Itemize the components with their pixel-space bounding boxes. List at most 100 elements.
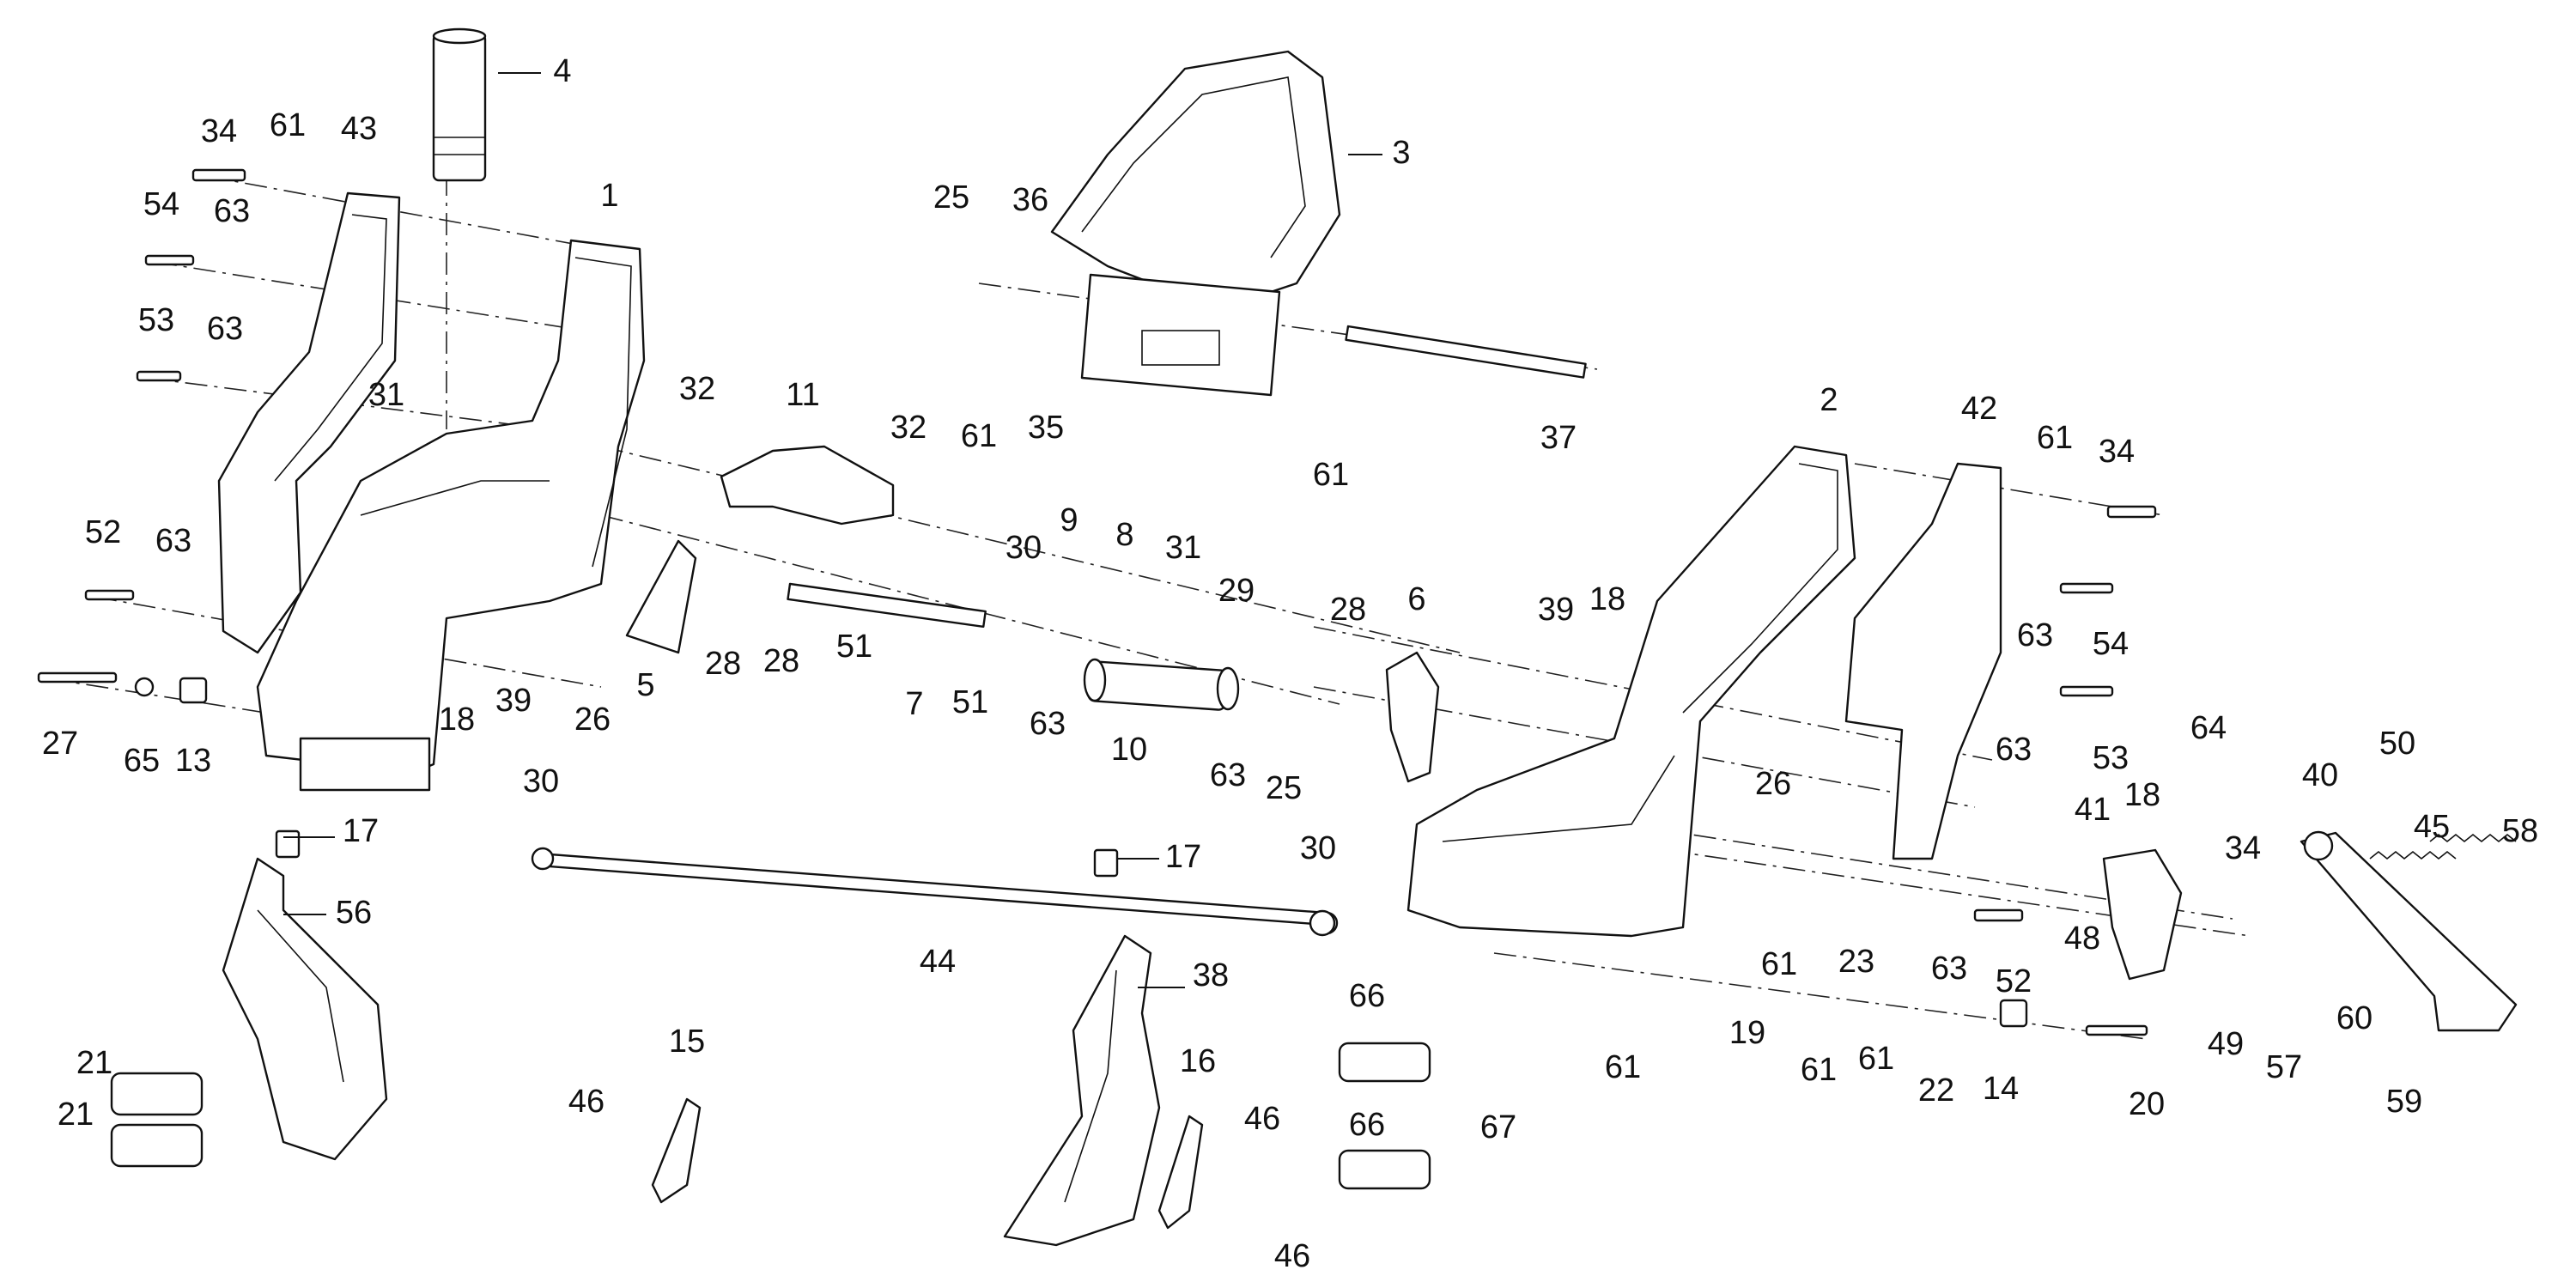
part-3-seat-pan [1050, 50, 1341, 397]
callout-63: 63 [1996, 732, 2032, 768]
part-40-kickstand [2300, 830, 2518, 1032]
part-43-left-cover [217, 191, 401, 654]
callout-61: 61 [1313, 457, 1349, 493]
part-66-pads [1338, 1042, 1431, 1190]
callout-36: 36 [1012, 182, 1048, 218]
callout-58: 58 [2502, 813, 2538, 849]
callout-leaders [283, 72, 1382, 988]
part-1-left-frame [256, 239, 646, 792]
callout-6: 6 [1407, 581, 1425, 617]
callout-51: 51 [836, 629, 872, 665]
callout-50: 50 [2379, 726, 2415, 762]
callout-46: 46 [1274, 1238, 1310, 1274]
callout-42: 42 [1961, 391, 1997, 427]
callout-30: 30 [1005, 530, 1042, 566]
callout-52: 52 [85, 514, 121, 550]
callout-26: 26 [574, 702, 611, 738]
callout-49: 49 [2208, 1026, 2244, 1062]
callout-16: 16 [1180, 1043, 1216, 1079]
callout-17: 17 [1165, 839, 1201, 875]
part-41-stand-bracket [2102, 848, 2183, 981]
callout-61: 61 [961, 418, 997, 454]
callout-14: 14 [1983, 1071, 2019, 1107]
callout-28: 28 [1330, 592, 1366, 628]
callout-67: 67 [1480, 1109, 1516, 1145]
part-2-right-frame [1406, 445, 1856, 938]
callout-4: 4 [553, 53, 571, 89]
callout-48: 48 [2064, 920, 2100, 957]
callout-34: 34 [2099, 434, 2135, 470]
callout-30: 30 [523, 763, 559, 799]
callout-54: 54 [2093, 626, 2129, 662]
callout-21: 21 [76, 1045, 112, 1081]
callout-18: 18 [1589, 581, 1625, 617]
callout-39: 39 [1538, 592, 1574, 628]
callout-46: 46 [1244, 1101, 1280, 1137]
callout-61: 61 [1761, 946, 1797, 982]
callout-20: 20 [2129, 1086, 2165, 1122]
callout-61: 61 [1801, 1052, 1837, 1088]
callout-63: 63 [207, 311, 243, 347]
part-4-tube [432, 27, 487, 182]
callout-39: 39 [495, 683, 532, 719]
part-21-pads [110, 1072, 204, 1168]
hardware-springs [2369, 833, 2517, 860]
callout-40: 40 [2302, 757, 2338, 793]
callout-18: 18 [439, 702, 475, 738]
callout-32: 32 [679, 371, 715, 407]
callout-61: 61 [1858, 1041, 1894, 1077]
callout-1: 1 [600, 178, 618, 214]
callout-66: 66 [1349, 1107, 1385, 1143]
callout-labels: 4 34 61 43 1 54 63 53 63 31 32 11 32 61 … [42, 53, 2538, 1274]
callout-53: 53 [2093, 740, 2129, 776]
callout-63: 63 [214, 193, 250, 229]
callout-41: 41 [2075, 792, 2111, 828]
callout-11: 11 [786, 377, 819, 413]
callout-26: 26 [1755, 766, 1791, 802]
callout-35: 35 [1028, 410, 1064, 446]
part-16-lever [1157, 1115, 1204, 1230]
part-37-rod [1345, 325, 1587, 379]
callout-9: 9 [1060, 502, 1078, 538]
callout-60: 60 [2336, 1000, 2372, 1036]
callout-30: 30 [1300, 830, 1336, 866]
callout-34: 34 [2225, 830, 2261, 866]
callout-45: 45 [2414, 809, 2450, 845]
callout-21: 21 [58, 1097, 94, 1133]
callout-63: 63 [1030, 706, 1066, 742]
callout-63: 63 [2017, 617, 2053, 653]
callout-19: 19 [1729, 1015, 1765, 1051]
callout-13: 13 [175, 743, 211, 779]
callout-3: 3 [1392, 135, 1410, 171]
callout-61: 61 [2037, 420, 2073, 456]
callout-53: 53 [138, 302, 174, 338]
callout-23: 23 [1838, 944, 1874, 980]
callout-63: 63 [1210, 757, 1246, 793]
part-11-bracket [720, 445, 895, 526]
callout-63: 63 [1931, 951, 1967, 987]
callout-2: 2 [1820, 382, 1838, 418]
callout-29: 29 [1218, 573, 1255, 609]
callout-34: 34 [201, 113, 237, 149]
callout-44: 44 [920, 944, 956, 980]
callout-15: 15 [669, 1024, 705, 1060]
callout-28: 28 [705, 646, 741, 682]
callout-7: 7 [905, 686, 923, 722]
callout-56: 56 [336, 895, 372, 931]
part-38-right-guard [1003, 934, 1161, 1247]
callout-66: 66 [1349, 978, 1385, 1014]
callout-27: 27 [42, 726, 78, 762]
callout-63: 63 [155, 523, 191, 559]
callout-28: 28 [763, 643, 799, 679]
callout-43: 43 [341, 111, 377, 147]
callout-5: 5 [636, 667, 654, 703]
callout-59: 59 [2386, 1084, 2422, 1120]
callout-38: 38 [1193, 957, 1229, 993]
hardware-bolts [37, 168, 2157, 1036]
part-7-rod [787, 582, 987, 629]
part-10-spacer [1083, 658, 1240, 711]
callout-8: 8 [1115, 517, 1133, 553]
callout-64: 64 [2190, 710, 2227, 746]
part-6-bracket [1385, 651, 1440, 783]
